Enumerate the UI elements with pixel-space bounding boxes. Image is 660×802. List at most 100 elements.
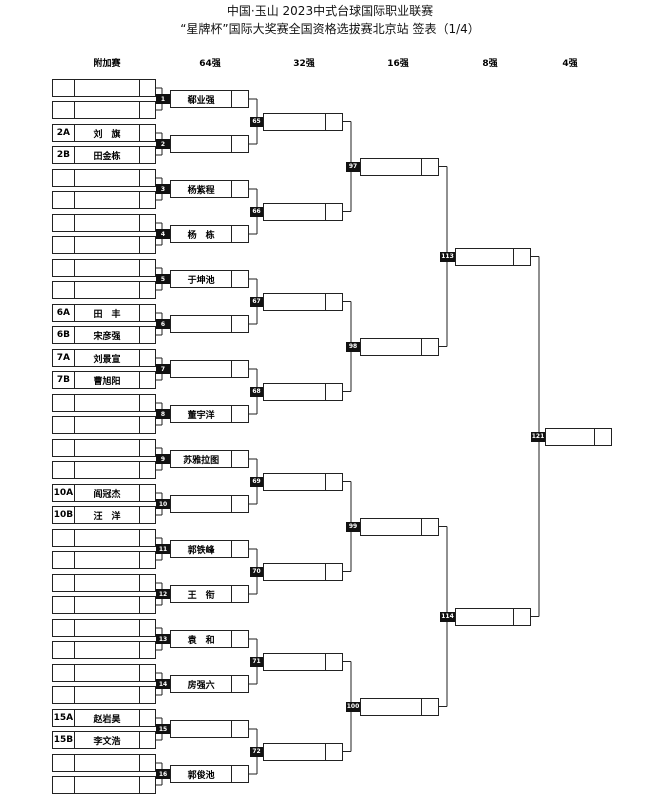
round32-slot[interactable] <box>263 202 343 221</box>
round32-slot[interactable] <box>263 472 343 491</box>
prelim-slot[interactable] <box>52 191 156 209</box>
round64-slot[interactable]: 郭铁峰 <box>170 540 249 558</box>
round8-slot[interactable] <box>455 607 531 626</box>
player-name <box>171 721 233 737</box>
prelim-slot[interactable] <box>52 574 156 592</box>
player-name <box>75 237 141 253</box>
score-cell <box>140 305 155 321</box>
player-name <box>75 665 141 681</box>
round64-slot[interactable] <box>170 495 249 513</box>
match-number-tag: 71 <box>250 656 263 667</box>
round64-slot[interactable]: 苏雅拉图 <box>170 450 249 468</box>
player-name <box>75 530 141 546</box>
score-cell <box>140 80 155 96</box>
round32-slot[interactable] <box>263 112 343 131</box>
score-cell <box>232 586 248 602</box>
player-name <box>264 203 327 220</box>
round64-slot[interactable]: 董宇洋 <box>170 405 249 423</box>
player-name: 房强六 <box>171 676 233 692</box>
match-number-tag: 100 <box>346 701 360 712</box>
prelim-slot[interactable] <box>52 596 156 614</box>
slot-label <box>53 777 75 793</box>
match-number-tag: 70 <box>250 566 263 577</box>
prelim-slot[interactable] <box>52 169 156 187</box>
round32-slot[interactable] <box>263 292 343 311</box>
match-number-tag: 4 <box>156 229 170 239</box>
prelim-slot[interactable] <box>52 79 156 97</box>
score-cell <box>326 384 342 400</box>
slot-label <box>53 575 75 591</box>
player-name: 苏雅拉图 <box>171 451 233 467</box>
round64-slot[interactable] <box>170 315 249 333</box>
round64-slot[interactable]: 郭俊池 <box>170 765 249 783</box>
round64-slot[interactable]: 郗业强 <box>170 90 249 108</box>
round8-slot[interactable] <box>455 247 531 266</box>
prelim-slot[interactable] <box>52 394 156 412</box>
round64-slot[interactable] <box>170 360 249 378</box>
score-cell <box>422 519 438 535</box>
player-name: 郗业强 <box>171 91 233 107</box>
round16-slot[interactable] <box>360 517 439 536</box>
match-number-tag: 8 <box>156 409 170 419</box>
round64-slot[interactable]: 杨 栋 <box>170 225 249 243</box>
slot-label <box>53 642 75 658</box>
prelim-slot[interactable] <box>52 236 156 254</box>
prelim-slot[interactable] <box>52 776 156 794</box>
player-name: 田金栋 <box>75 147 141 163</box>
prelim-slot[interactable] <box>52 259 156 277</box>
round64-slot[interactable]: 房强六 <box>170 675 249 693</box>
score-cell <box>140 417 155 433</box>
round64-slot[interactable] <box>170 135 249 153</box>
slot-label <box>53 597 75 613</box>
score-cell <box>595 429 611 445</box>
score-cell <box>232 136 248 152</box>
prelim-slot[interactable] <box>52 101 156 119</box>
player-name <box>75 80 141 96</box>
round16-slot[interactable] <box>360 337 439 356</box>
round16-slot[interactable] <box>360 697 439 716</box>
player-name: 袁 和 <box>171 631 233 647</box>
round16-slot[interactable] <box>360 157 439 176</box>
round32-slot[interactable] <box>263 652 343 671</box>
round64-slot[interactable]: 王 衔 <box>170 585 249 603</box>
round4-slot[interactable] <box>545 427 612 446</box>
header-64: 64强 <box>199 59 221 69</box>
slot-label <box>53 80 75 96</box>
round32-slot[interactable] <box>263 742 343 761</box>
round32-slot[interactable] <box>263 562 343 581</box>
round32-slot[interactable] <box>263 382 343 401</box>
round64-slot[interactable]: 于坤池 <box>170 270 249 288</box>
player-name <box>264 383 327 400</box>
match-number-tag: 67 <box>250 296 263 307</box>
prelim-slot[interactable] <box>52 664 156 682</box>
prelim-slot[interactable] <box>52 754 156 772</box>
prelim-slot[interactable] <box>52 641 156 659</box>
score-cell <box>232 451 248 467</box>
prelim-slot[interactable] <box>52 439 156 457</box>
round64-slot[interactable]: 袁 和 <box>170 630 249 648</box>
prelim-slot[interactable] <box>52 214 156 232</box>
slot-label <box>53 620 75 636</box>
prelim-slot[interactable] <box>52 529 156 547</box>
round64-slot[interactable] <box>170 720 249 738</box>
prelim-slot[interactable] <box>52 686 156 704</box>
prelim-slot[interactable] <box>52 619 156 637</box>
prelim-slot[interactable] <box>52 461 156 479</box>
round64-slot[interactable]: 杨紫程 <box>170 180 249 198</box>
prelim-slot[interactable] <box>52 416 156 434</box>
prelim-slot[interactable] <box>52 281 156 299</box>
prelim-slot[interactable] <box>52 551 156 569</box>
player-name <box>75 575 141 591</box>
score-cell <box>140 372 155 388</box>
